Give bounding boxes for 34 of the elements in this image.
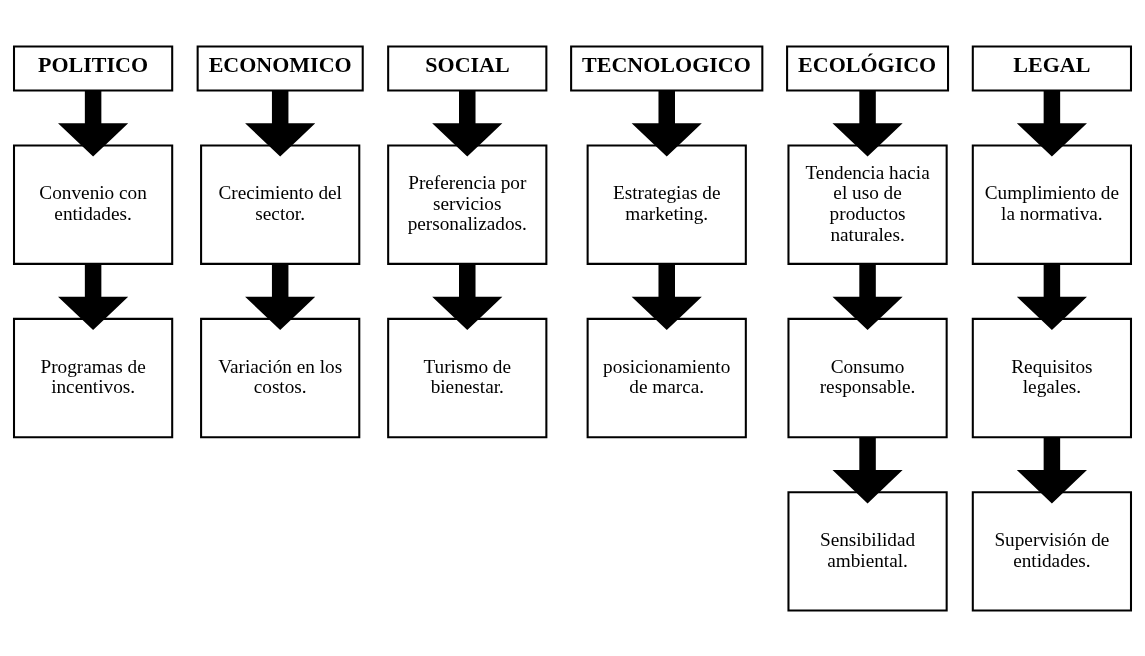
node-box: Crecimiento del sector. [200, 144, 361, 265]
node-box: LEGAL [971, 44, 1132, 92]
node-box: SOCIAL [387, 44, 548, 92]
arrow [631, 263, 702, 330]
node-box: Programas de incentivos. [13, 317, 174, 438]
node-box: Estrategias de marketing. [586, 144, 747, 265]
arrow [58, 263, 129, 330]
node-box: Preferencia por servicios personalizados. [387, 144, 548, 265]
node-box: Cumplimiento de la normativa. [971, 144, 1132, 265]
arrow [432, 263, 503, 330]
node-box: Convenio con entidades. [13, 144, 174, 265]
arrow [1016, 263, 1087, 330]
node-box: TECNOLOGICO [570, 44, 764, 92]
node-box: Variación en los costos. [200, 317, 361, 438]
arrow [245, 90, 316, 157]
node-box: Turismo de bienestar. [387, 317, 548, 438]
node-box: Consumo responsable. [787, 317, 948, 438]
arrow [245, 263, 316, 330]
arrow [631, 90, 702, 157]
arrow [58, 90, 129, 157]
node-box: Requisitos legales. [971, 317, 1132, 438]
arrow [1016, 437, 1087, 503]
arrow [832, 263, 903, 330]
node-box: ECONOMICO [196, 44, 364, 92]
node-box: posicionamiento de marca. [586, 317, 747, 438]
arrow [832, 90, 903, 157]
node-box: Supervisión de entidades. [971, 490, 1132, 612]
node-box: ECOLÓGICO [786, 44, 950, 92]
node-box: Tendencia hacia el uso de productos naturales. [787, 144, 948, 265]
arrow [1016, 90, 1087, 157]
arrow [832, 437, 903, 503]
arrow [432, 90, 503, 157]
node-box: Sensibilidad ambiental. [787, 490, 948, 612]
node-box: POLITICO [13, 44, 174, 92]
